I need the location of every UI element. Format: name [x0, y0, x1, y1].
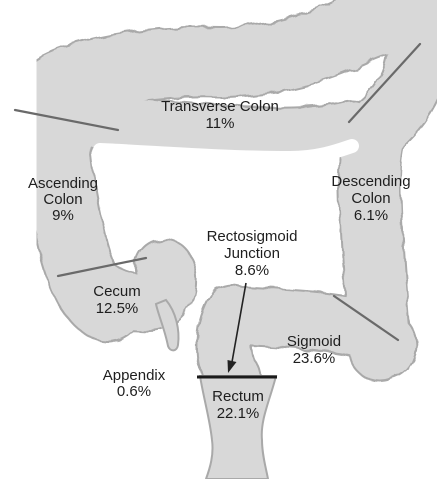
ascending-colon-label-line1: Ascending [28, 175, 98, 192]
rectum-value: 22.1% [217, 405, 260, 422]
rectosigmoid-label-line1: Rectosigmoid [207, 228, 298, 245]
transverse-colon-label: Transverse Colon [161, 98, 279, 115]
descending-colon-label-line2: Colon [351, 190, 390, 207]
rectum-label: Rectum [212, 388, 264, 405]
cecum-value: 12.5% [96, 300, 139, 317]
cecum-label: Cecum [93, 283, 141, 300]
ascending-colon-label-line2: Colon [43, 191, 82, 208]
sigmoid-value: 23.6% [293, 350, 336, 367]
descending-colon-value: 6.1% [354, 207, 388, 224]
rectosigmoid-label-line2: Junction [224, 245, 280, 262]
rectosigmoid-value: 8.6% [235, 262, 269, 279]
appendix-label: Appendix [103, 367, 166, 384]
ascending-colon-value: 9% [52, 207, 74, 224]
descending-colon-label-line1: Descending [331, 173, 410, 190]
appendix-value: 0.6% [117, 383, 151, 400]
sigmoid-label: Sigmoid [287, 333, 341, 350]
transverse-colon-value: 11% [206, 115, 235, 132]
